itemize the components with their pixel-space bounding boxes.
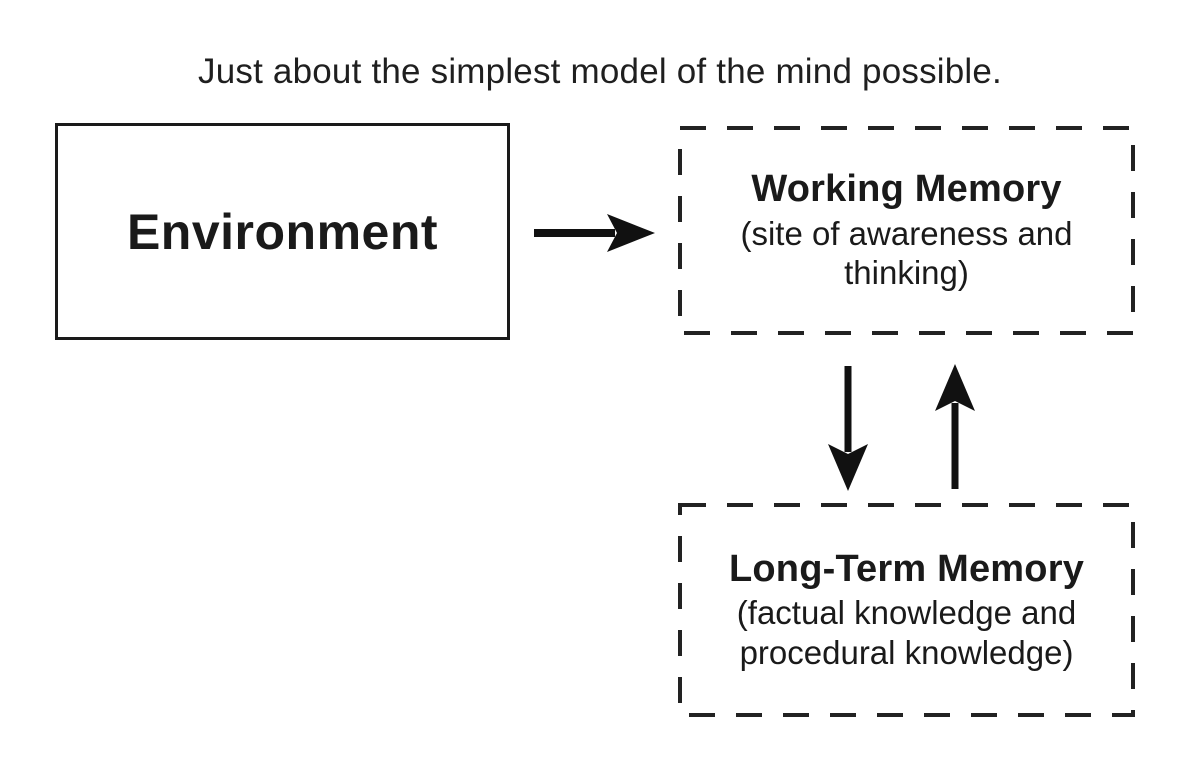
working-memory-sublabel: (site of awareness and thinking)	[740, 214, 1073, 292]
long-term-memory-box: Long-Term Memory (factual knowledge and …	[678, 503, 1135, 717]
working-memory-to-long-term-memory-arrow-icon	[828, 366, 868, 491]
environment-label: Environment	[126, 203, 439, 260]
long-term-memory-sublabel: (factual knowledge and procedural knowle…	[736, 594, 1077, 671]
diagram-title: Just about the simplest model of the min…	[198, 52, 1002, 91]
working-memory-label: Working Memory	[751, 168, 1062, 211]
long-term-memory-to-working-memory-arrow-icon	[935, 364, 975, 489]
long-term-memory-label: Long-Term Memory	[728, 547, 1085, 590]
environment-box: Environment	[55, 123, 510, 340]
working-memory-box: Working Memory (site of awareness and th…	[678, 126, 1135, 335]
environment-to-working-memory-arrow-icon	[534, 214, 655, 252]
